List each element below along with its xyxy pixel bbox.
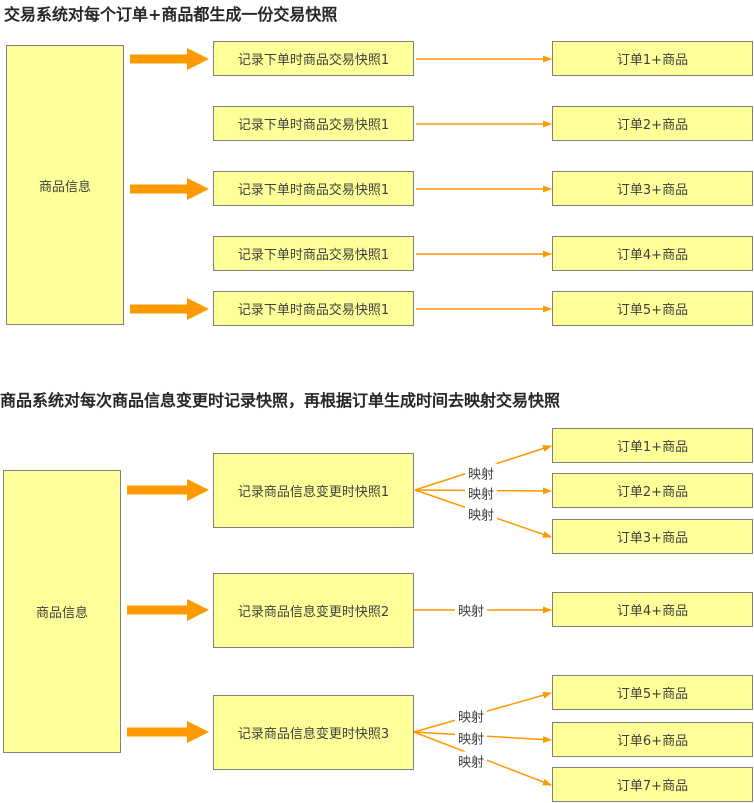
map-label-g3-3: 映射: [454, 751, 488, 771]
section2-order-box-6: 订单6+商品: [552, 722, 753, 757]
section2-order-box-5: 订单5+商品: [552, 675, 753, 710]
section2-order-box-4: 订单4+商品: [552, 592, 753, 627]
map-label-g1-2: 映射: [464, 483, 498, 503]
section1-order-box-3: 订单3+商品: [552, 171, 753, 206]
thick-arrow-source-to-snapshot-3: [130, 178, 209, 200]
section1-snapshot-box-4: 记录下单时商品交易快照1: [213, 236, 414, 271]
thick-arrow-source-to-change-snapshot-3: [127, 721, 209, 743]
section2-snapshot-box-2: 记录商品信息变更时快照2: [213, 573, 414, 648]
thick-arrow-source-to-snapshot-1: [130, 48, 209, 70]
section1-order-box-5: 订单5+商品: [552, 291, 753, 326]
map-label-g3-1: 映射: [454, 706, 488, 726]
map-label-g1-1: 映射: [464, 463, 498, 483]
section1-title: 交易系统对每个订单+商品都生成一份交易快照: [4, 5, 338, 24]
section2-order-box-1: 订单1+商品: [552, 428, 753, 463]
section1-snapshot-box-1: 记录下单时商品交易快照1: [213, 41, 414, 76]
map-label-g1-3: 映射: [464, 504, 498, 524]
section2-source-box: 商品信息: [3, 470, 121, 753]
map-label-g2-1: 映射: [454, 600, 488, 620]
section2-snapshot-box-1: 记录商品信息变更时快照1: [213, 453, 414, 528]
section1-snapshot-box-2: 记录下单时商品交易快照1: [213, 106, 414, 141]
section2-order-box-3: 订单3+商品: [552, 519, 753, 554]
section1-source-box: 商品信息: [6, 45, 124, 325]
section1-snapshot-box-3: 记录下单时商品交易快照1: [213, 171, 414, 206]
thick-arrow-source-to-change-snapshot-2: [127, 599, 209, 621]
section2-order-box-2: 订单2+商品: [552, 473, 753, 508]
section1-snapshot-box-5: 记录下单时商品交易快照1: [213, 291, 414, 326]
map-label-g3-2: 映射: [454, 728, 488, 748]
thick-arrow-source-to-change-snapshot-1: [127, 479, 209, 501]
section2-snapshot-box-3: 记录商品信息变更时快照3: [213, 695, 414, 770]
section2-title: 商品系统对每次商品信息变更时记录快照，再根据订单生成时间去映射交易快照: [0, 391, 561, 410]
section1-order-box-1: 订单1+商品: [552, 41, 753, 76]
section2-order-box-7: 订单7+商品: [552, 767, 753, 802]
section1-order-box-2: 订单2+商品: [552, 106, 753, 141]
thick-arrow-source-to-snapshot-5: [130, 298, 209, 320]
section1-order-box-4: 订单4+商品: [552, 236, 753, 271]
